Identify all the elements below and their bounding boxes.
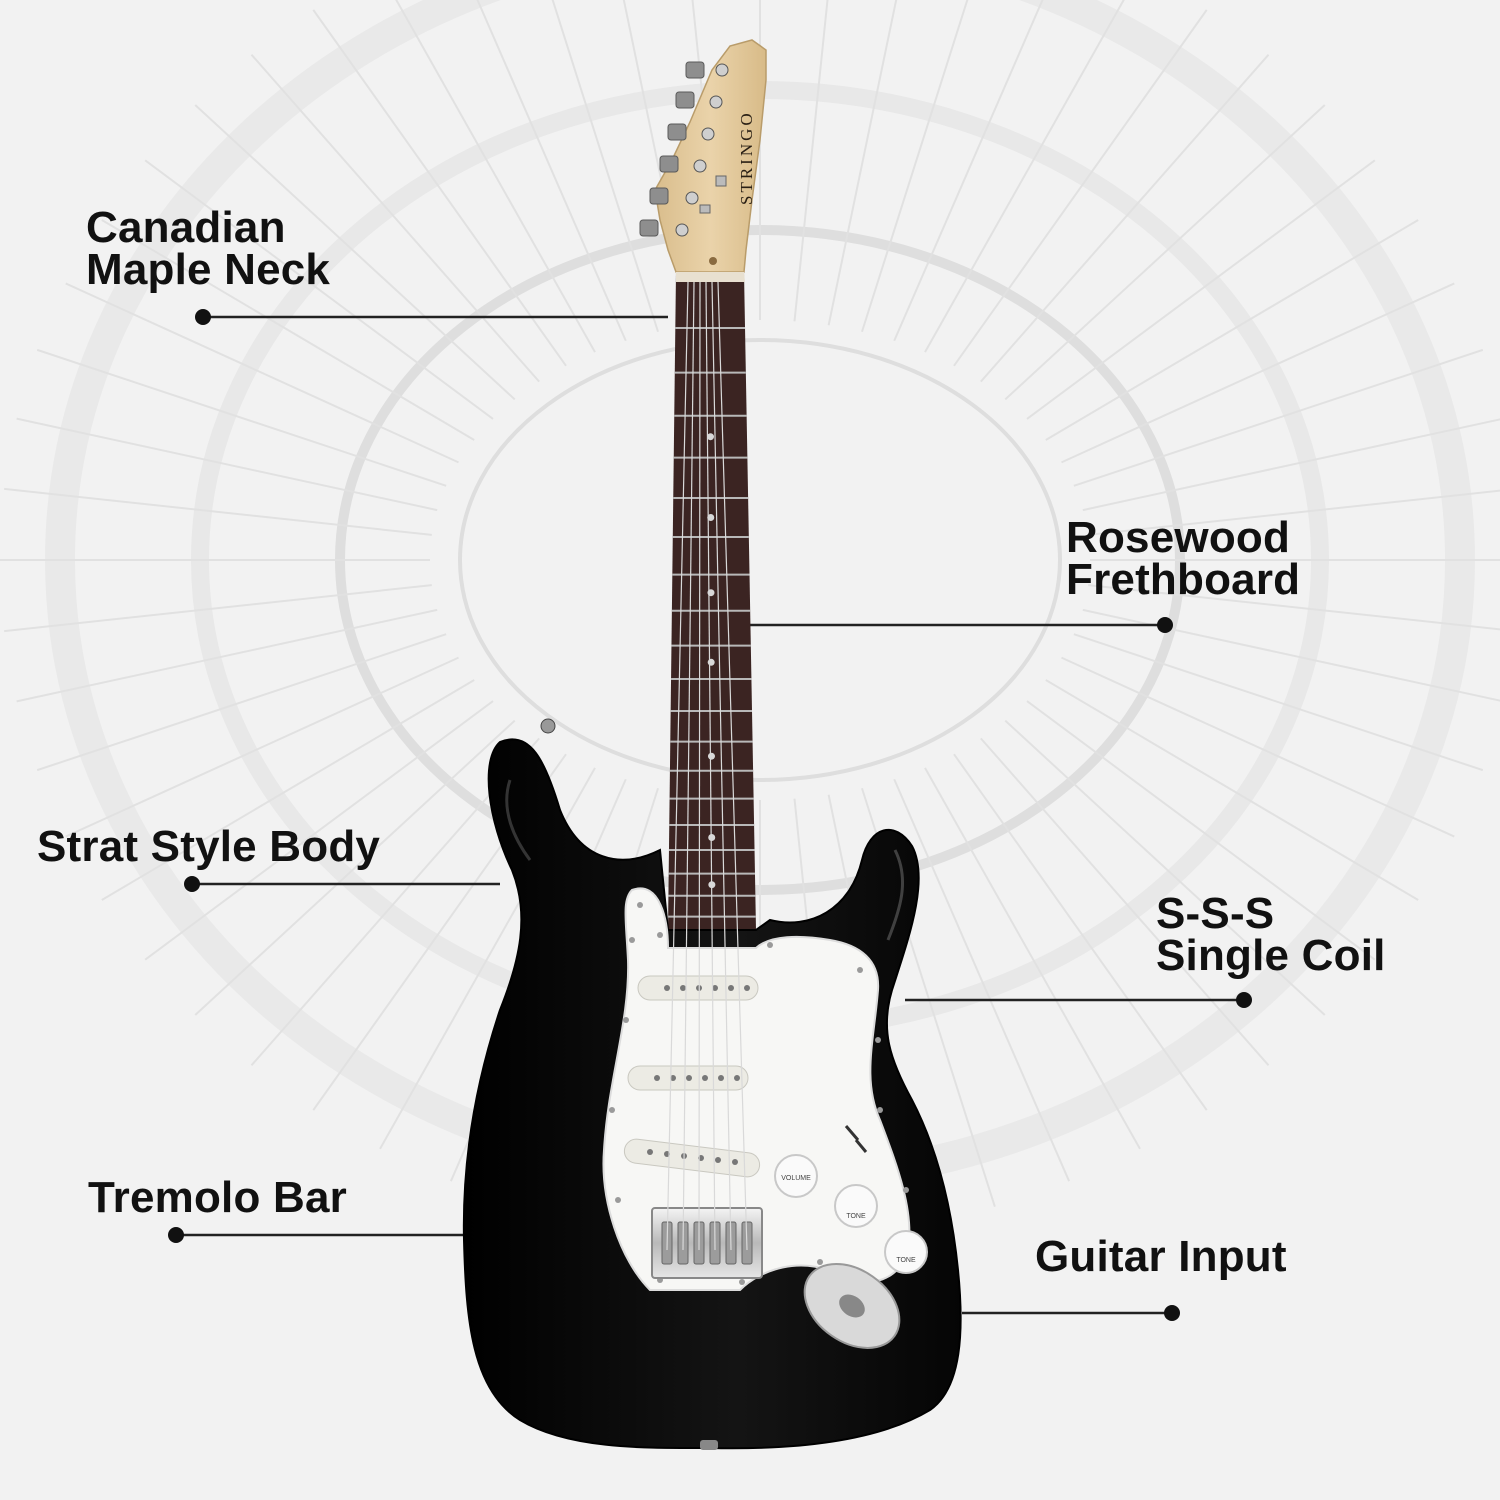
control-knobs: VOLUME TONE TONE [774, 1154, 928, 1274]
tone-knob-2 [884, 1230, 928, 1274]
callout-guitar-input: Guitar Input [1035, 1232, 1287, 1281]
svg-text:VOLUME: VOLUME [781, 1175, 811, 1182]
output-jack [803, 1263, 901, 1349]
tone-knob-1 [834, 1184, 878, 1228]
svg-text:TONE: TONE [896, 1257, 916, 1264]
callout-lines [176, 315, 1244, 1315]
callout-tremolo-bar: Tremolo Bar [88, 1173, 347, 1222]
single-coil-pickups [623, 975, 761, 1178]
callout-dot-fretboard [1157, 617, 1173, 633]
callout-dot-tremolo [168, 1227, 184, 1243]
volume-knob [774, 1154, 818, 1198]
pickup-selector-switch [844, 1125, 868, 1153]
callout-dot-pickups [1236, 992, 1252, 1008]
strap-button-bottom [700, 1440, 718, 1450]
callout-dot-neck [195, 309, 211, 325]
pickup-bridge [623, 1138, 761, 1178]
headstock: STRINGO [639, 39, 767, 273]
strap-button-top [540, 718, 556, 734]
callout-dot-body [184, 876, 200, 892]
callout-dot-input [1164, 1305, 1180, 1321]
strings [666, 281, 748, 1251]
svg-text:TONE: TONE [846, 1213, 866, 1220]
headstock-brand: STRINGO [737, 110, 756, 205]
callout-dots [168, 309, 1252, 1321]
callout-strat-style-body: Strat Style Body [37, 822, 381, 871]
tuning-pegs [639, 61, 729, 237]
